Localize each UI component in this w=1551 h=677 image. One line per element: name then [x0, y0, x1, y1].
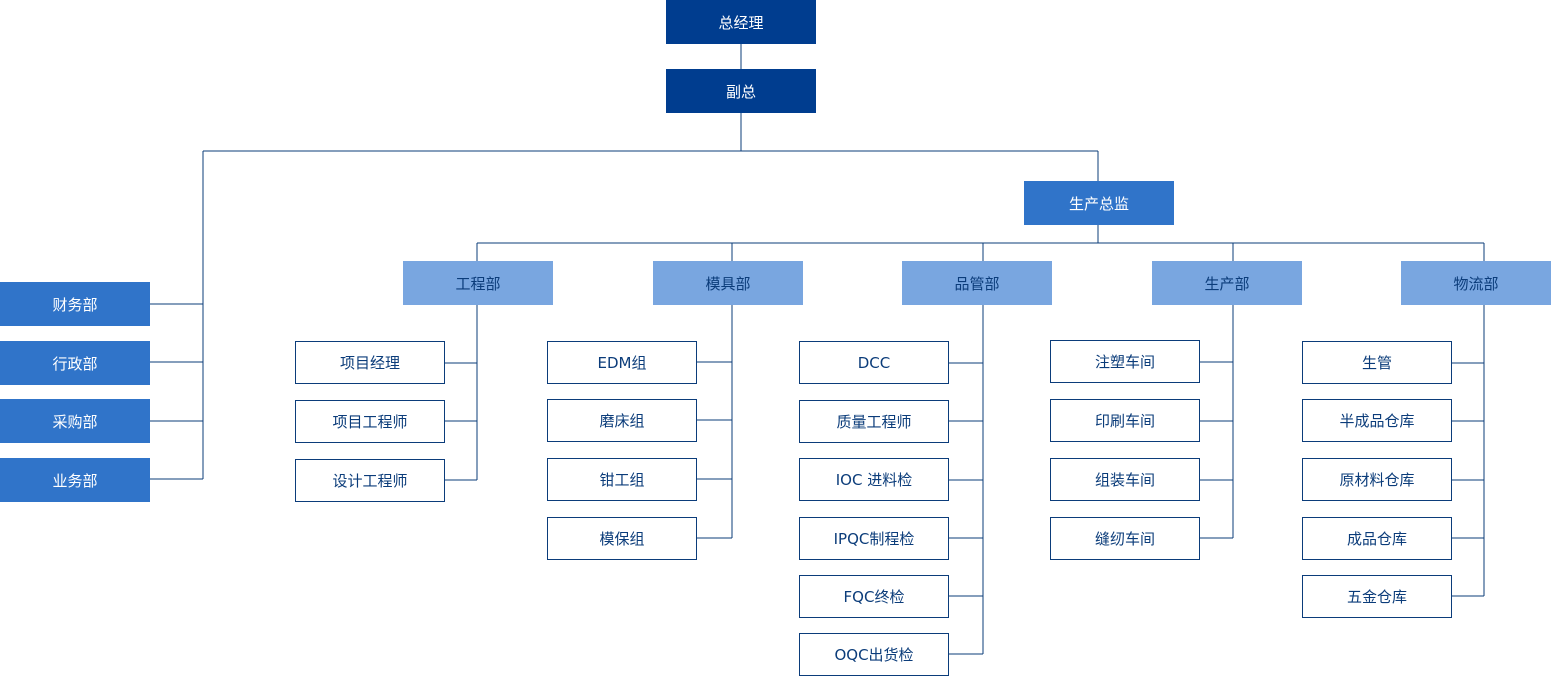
node-mold-item: 模保组 — [547, 517, 697, 560]
node-engineering: 工程部 — [403, 261, 553, 305]
node-production-item: 注塑车间 — [1050, 340, 1200, 383]
node-engineering-item: 项目工程师 — [295, 400, 445, 443]
node-production-item: 缝纫车间 — [1050, 517, 1200, 560]
node-engineering-item: 设计工程师 — [295, 459, 445, 502]
node-production: 生产部 — [1152, 261, 1302, 305]
node-quality: 品管部 — [902, 261, 1052, 305]
node-quality-item: DCC — [799, 341, 949, 384]
node-mold-item: EDM组 — [547, 341, 697, 384]
node-quality-item: FQC终检 — [799, 575, 949, 618]
node-mold-item: 磨床组 — [547, 399, 697, 442]
node-production-director: 生产总监 — [1024, 181, 1174, 225]
node-logistics-item: 原材料仓库 — [1302, 458, 1452, 501]
node-finance: 财务部 — [0, 282, 150, 326]
node-mold-item: 钳工组 — [547, 458, 697, 501]
node-logistics: 物流部 — [1401, 261, 1551, 305]
node-quality-item: 质量工程师 — [799, 400, 949, 443]
node-quality-item: IPQC制程检 — [799, 517, 949, 560]
node-sales: 业务部 — [0, 458, 150, 502]
node-quality-item: IOC 进料检 — [799, 458, 949, 501]
node-mold: 模具部 — [653, 261, 803, 305]
node-quality-item: OQC出货检 — [799, 633, 949, 676]
node-purchasing: 采购部 — [0, 399, 150, 443]
node-admin: 行政部 — [0, 341, 150, 385]
node-logistics-item: 半成品仓库 — [1302, 399, 1452, 442]
node-general-manager: 总经理 — [666, 0, 816, 44]
node-logistics-item: 生管 — [1302, 341, 1452, 384]
node-logistics-item: 成品仓库 — [1302, 517, 1452, 560]
node-production-item: 组装车间 — [1050, 458, 1200, 501]
node-deputy: 副总 — [666, 69, 816, 113]
node-production-item: 印刷车间 — [1050, 399, 1200, 442]
node-logistics-item: 五金仓库 — [1302, 575, 1452, 618]
node-engineering-item: 项目经理 — [295, 341, 445, 384]
